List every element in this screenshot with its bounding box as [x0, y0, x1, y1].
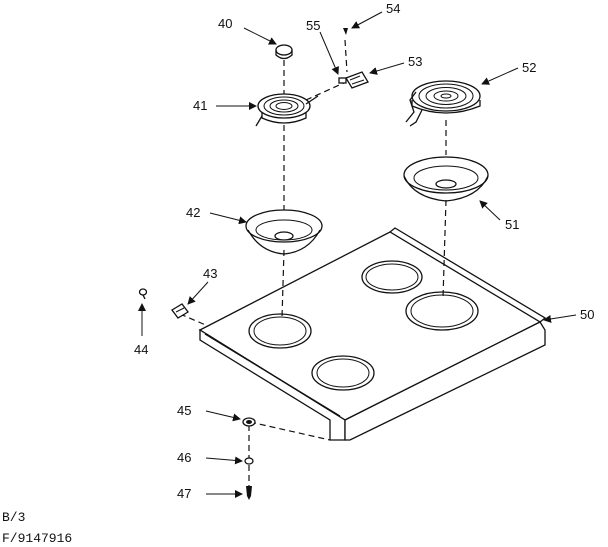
part-54-screw [343, 28, 348, 35]
part-46-washer [244, 457, 254, 465]
callout-40: 40 [218, 16, 232, 31]
callout-47: 47 [177, 486, 191, 501]
callout-44: 44 [134, 342, 148, 357]
footer-code-line2: F/9147916 [2, 531, 72, 546]
callout-43: 43 [203, 266, 217, 281]
part-41-small-element [255, 93, 319, 127]
leader-arrows [138, 11, 577, 498]
part-42-small-drip-pan [245, 209, 323, 255]
part-52-large-element [405, 80, 481, 127]
callout-55: 55 [306, 18, 320, 33]
callout-labels: 40 41 42 43 44 45 46 47 50 51 52 53 54 5… [134, 1, 594, 501]
footer-codes: B/3 F/9147916 [2, 510, 72, 546]
callout-53: 53 [408, 54, 422, 69]
cooktop-main-top [198, 227, 547, 441]
callout-45: 45 [177, 403, 191, 418]
footer-code-line1: B/3 [2, 510, 25, 525]
callout-50: 50 [580, 307, 594, 322]
part-45-nut [242, 417, 256, 427]
part-43-bracket [171, 303, 189, 319]
part-44-screw [138, 288, 148, 300]
callout-42: 42 [186, 205, 200, 220]
part-51-large-drip-pan [403, 156, 489, 202]
callout-52: 52 [522, 60, 536, 75]
callout-41: 41 [193, 98, 207, 113]
part-53-terminal-block [345, 71, 369, 89]
part-40-cap [275, 44, 293, 60]
part-47-screw [246, 486, 252, 500]
assembly-lines [179, 39, 447, 490]
callout-54: 54 [386, 1, 400, 16]
callout-46: 46 [177, 450, 191, 465]
part-55-clip [338, 77, 347, 84]
callout-51: 51 [505, 217, 519, 232]
